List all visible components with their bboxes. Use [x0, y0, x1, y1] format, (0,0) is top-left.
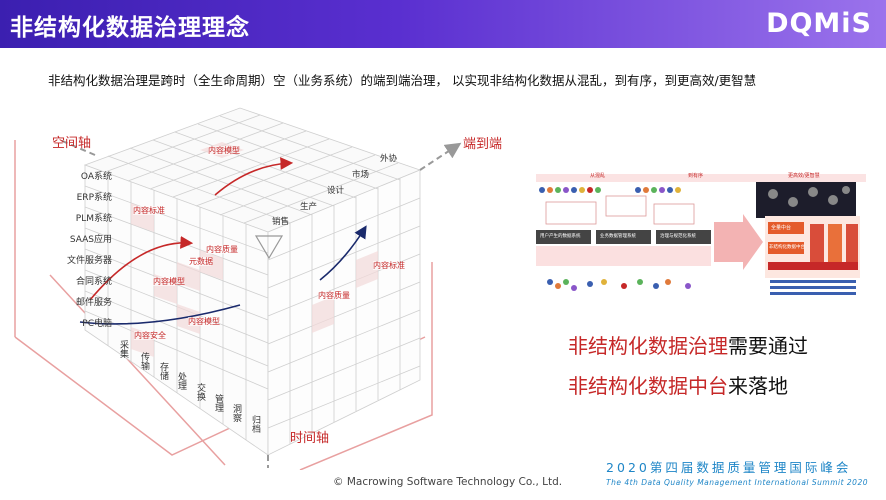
operation-label: 存储 — [158, 362, 168, 380]
tag-content-model: 内容模型 — [208, 146, 240, 155]
summit-title-en: The 4th Data Quality Management Internat… — [606, 478, 868, 487]
center-label: 全量中台 — [771, 225, 792, 231]
slogan-emphasis: 非结构化数据治理 — [568, 334, 728, 358]
top-arrow — [214, 157, 294, 196]
dimension-label: 市场 — [352, 170, 370, 180]
slogan-rest: 来落地 — [728, 374, 788, 398]
system-label: 邮件服务 — [75, 298, 112, 308]
summit-logo: 2020第四届数据质量管理国际峰会 The 4th Data Quality M… — [606, 457, 868, 487]
cube-diagram — [14, 107, 462, 470]
end-axis-line — [419, 142, 462, 171]
tag-content-model: 内容模型 — [153, 277, 185, 286]
dimension-label: 设计 — [327, 186, 345, 196]
system-label: OA系统 — [80, 172, 112, 182]
platform-diagram-graphic — [536, 174, 866, 295]
stage-label: 到有序 — [688, 173, 704, 179]
tag-content-standard: 内容标准 — [373, 261, 405, 270]
space-axis-line — [59, 139, 96, 156]
left-red-arrow — [89, 236, 194, 301]
tag-content-model: 内容模型 — [188, 317, 220, 326]
system-box-label: 业务数据管理系统 — [600, 234, 636, 239]
operation-label: 交换 — [195, 383, 205, 401]
dqmis-logo: DQMiS — [766, 8, 872, 39]
left-navy-curve — [79, 304, 241, 325]
cube-grid — [83, 107, 422, 456]
tag-content-quality: 内容质量 — [206, 245, 238, 254]
page-title: 非结构化数据治理理念 — [10, 15, 250, 41]
system-label: ERP系统 — [76, 193, 112, 203]
operation-label: 归档 — [250, 415, 260, 433]
dimension-label: 销售 — [272, 217, 290, 227]
operation-label: 洞察 — [231, 404, 241, 422]
center-label: 非结构化数据中台 — [769, 245, 805, 250]
stage-label: 更高效/更智慧 — [788, 173, 820, 179]
system-label: SAAS应用 — [69, 235, 112, 245]
tag-content-security: 内容安全 — [134, 331, 166, 340]
system-label: PC电脑 — [82, 319, 112, 329]
end-to-end-label: 端到端 — [463, 137, 503, 152]
header-bar: 非结构化数据治理理念 DQMiS — [0, 0, 886, 48]
system-label: 文件服务器 — [66, 256, 112, 266]
funnel-icon — [254, 235, 284, 260]
system-label: 合同系统 — [75, 277, 112, 287]
tag-content-standard: 内容标准 — [133, 206, 165, 215]
dimension-label: 外协 — [380, 154, 398, 164]
slogan-line-1: 非结构化数据治理需要通过 — [568, 330, 808, 359]
operation-label: 传输 — [139, 352, 149, 370]
slogan-rest: 需要通过 — [728, 334, 808, 358]
tag-metadata: 元数据 — [189, 257, 213, 266]
summit-title-cn: 2020第四届数据质量管理国际峰会 — [606, 460, 852, 475]
operation-label: 管理 — [213, 394, 223, 412]
operation-label: 采集 — [118, 340, 128, 358]
stage-label: 从混乱 — [590, 173, 606, 179]
platform-diagram: 从混乱 到有序 更高效/更智慧 用户产生的数据系统 业务数据管理系统 治理与规范… — [528, 172, 874, 302]
tag-content-quality: 内容质量 — [318, 291, 350, 300]
slogan-line-2: 非结构化数据中台来落地 — [568, 370, 788, 399]
copyright-text: © Macrowing Software Technology Co., Ltd… — [333, 476, 563, 488]
slogan-emphasis: 非结构化数据中台 — [568, 374, 728, 398]
right-navy-arrow — [319, 225, 367, 281]
dimension-label: 生产 — [300, 202, 318, 212]
system-box-label: 治理与规范化系统 — [660, 234, 696, 239]
time-axis-label: 时间轴 — [290, 431, 330, 446]
intro-text: 非结构化数据治理是跨时（全生命周期）空（业务系统）的端到端治理， 以实现非结构化… — [48, 73, 757, 88]
operation-label: 处理 — [176, 372, 186, 390]
space-axis-label: 空间轴 — [52, 136, 92, 151]
system-box-label: 用户产生的数据系统 — [540, 234, 581, 239]
system-label: PLM系统 — [75, 214, 112, 224]
